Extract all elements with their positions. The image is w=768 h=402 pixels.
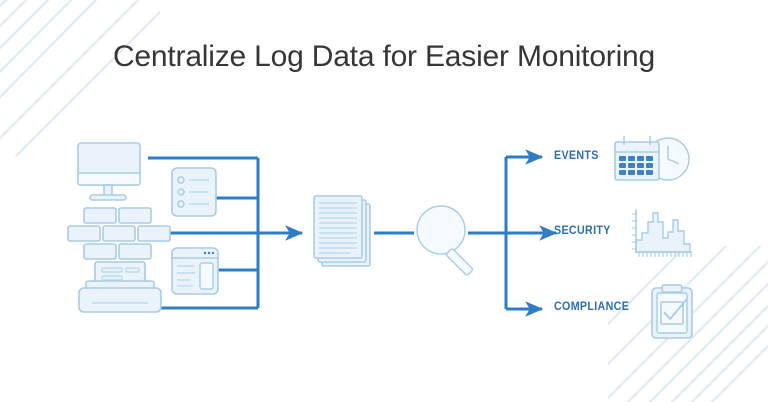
server-rack-icon (171, 167, 217, 217)
magnifier-icon (416, 205, 474, 276)
connector-left-bus (148, 156, 304, 310)
clipboard-check-icon (651, 284, 693, 339)
monitor-icon (77, 142, 141, 201)
output-label-security: SECURITY (554, 225, 611, 237)
browser-window-icon (171, 247, 219, 295)
area-chart-icon (632, 209, 692, 257)
calendar-clock-icon (614, 136, 690, 181)
connector-output-fanout (504, 149, 544, 317)
output-label-events: EVENTS (554, 150, 599, 162)
output-label-compliance: COMPLIANCE (554, 301, 630, 313)
page-title: Centralize Log Data for Easier Monitorin… (112, 40, 656, 73)
document-stack-icon (313, 195, 371, 267)
printer-icon (78, 261, 162, 313)
firewall-brick-icon (67, 207, 171, 260)
